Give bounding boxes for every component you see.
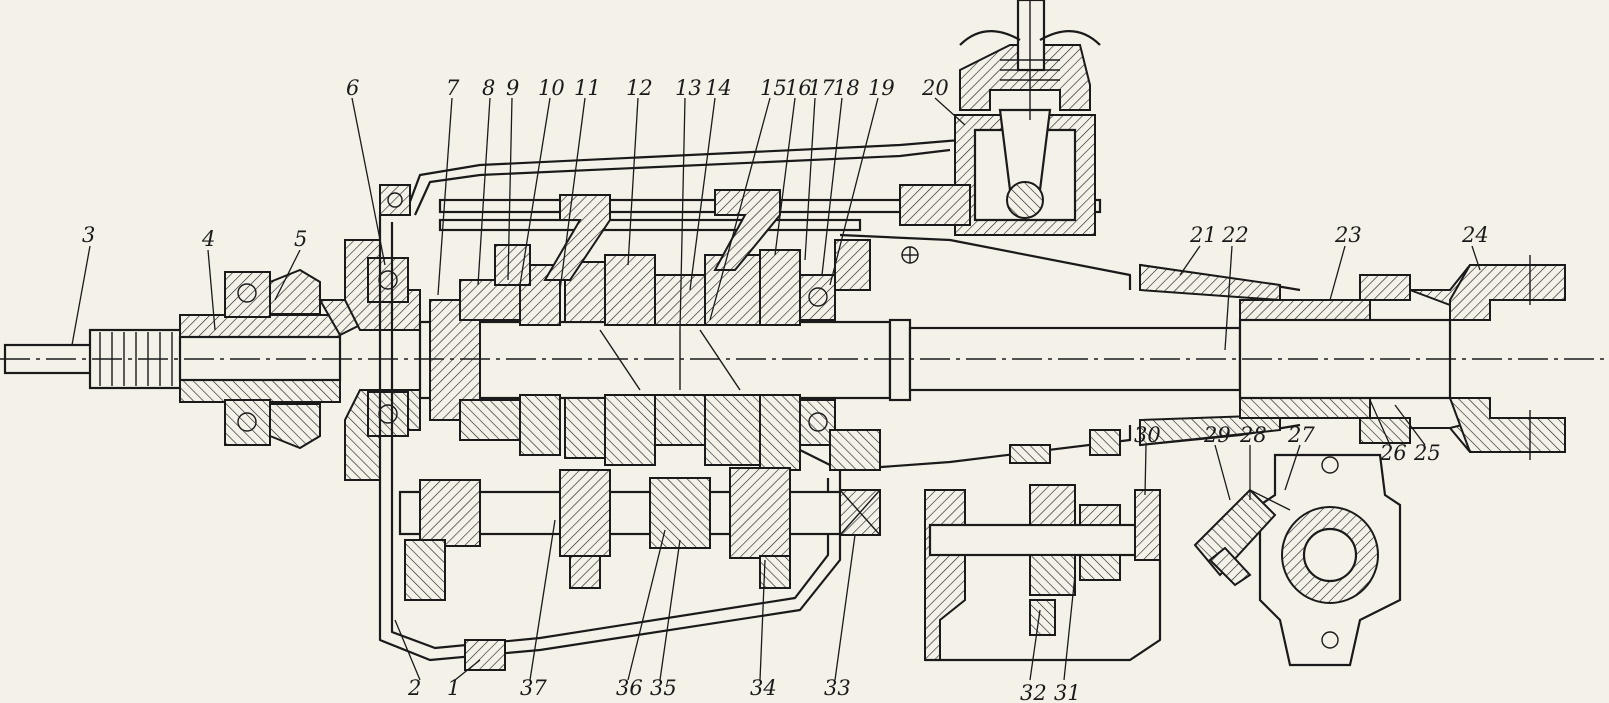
- front-housing: [344, 239, 421, 481]
- callout-7: 7: [446, 76, 460, 100]
- callout-9: 9: [506, 76, 519, 100]
- callout-24: 24: [1461, 223, 1489, 247]
- callout-21: 21: [1189, 223, 1217, 247]
- callout-20: 20: [921, 76, 949, 100]
- callout-13: 13: [675, 76, 702, 100]
- callout-5: 5: [294, 227, 307, 251]
- callout-32: 32: [1020, 681, 1047, 703]
- callout-17: 17: [808, 76, 835, 100]
- callout-16: 16: [785, 76, 812, 100]
- leader-lines: [71, 97, 1481, 681]
- extension-housing: [829, 233, 1301, 472]
- callout-11: 11: [574, 76, 601, 100]
- reverse-idler-detail: [924, 484, 1162, 662]
- countershaft: [398, 467, 881, 601]
- callout-labels: 1 2 3 4 5 6 7 8 9 10 11 12 13 14 15 16 1…: [82, 76, 1489, 703]
- release-bearing-assembly: [224, 268, 371, 450]
- callout-29: 29: [1203, 423, 1231, 447]
- callout-26: 26: [1379, 441, 1407, 465]
- callout-33: 33: [824, 676, 851, 700]
- callout-1: 1: [447, 676, 460, 700]
- callout-6: 6: [346, 76, 359, 100]
- callout-3: 3: [82, 223, 95, 247]
- callout-23: 23: [1334, 223, 1362, 247]
- speedometer-drive-detail: [1193, 453, 1402, 667]
- callout-36: 36: [616, 676, 643, 700]
- callout-2: 2: [407, 676, 421, 700]
- callout-8: 8: [482, 76, 495, 100]
- callout-37: 37: [520, 676, 547, 700]
- callout-4: 4: [201, 227, 215, 251]
- callout-35: 35: [650, 676, 677, 700]
- callout-30: 30: [1134, 423, 1161, 447]
- output-shaft-yoke: [0, 255, 1609, 460]
- shift-rod: [438, 189, 1102, 286]
- callout-12: 12: [626, 76, 653, 100]
- callout-34: 34: [750, 676, 777, 700]
- shift-lever-housing: [899, 0, 1101, 236]
- callout-22: 22: [1221, 223, 1249, 247]
- callout-10: 10: [538, 76, 565, 100]
- callout-19: 19: [868, 76, 895, 100]
- callout-31: 31: [1054, 681, 1081, 703]
- callout-18: 18: [833, 76, 860, 100]
- callout-28: 28: [1239, 423, 1267, 447]
- main-shaft-gears: [418, 249, 912, 471]
- callout-25: 25: [1413, 441, 1441, 465]
- callout-14: 14: [705, 76, 732, 100]
- callout-15: 15: [760, 76, 787, 100]
- callout-27: 27: [1287, 423, 1315, 447]
